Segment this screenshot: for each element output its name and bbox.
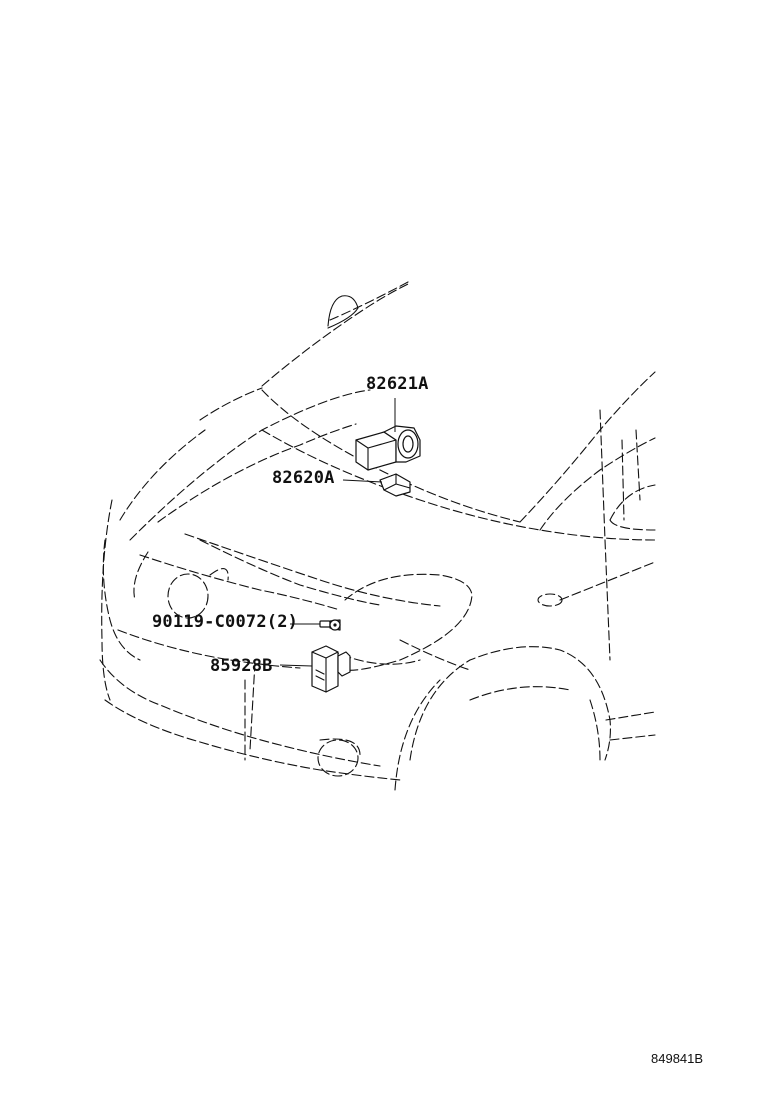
- leader-horn-bracket: [342, 479, 383, 483]
- callout-relay: 85928B: [210, 656, 273, 676]
- callout-labels: 82621A 82620A 90119-C0072(2) 85928B: [152, 374, 429, 676]
- illustration-reference-code: 849841B: [651, 1051, 703, 1066]
- leader-relay: [279, 664, 313, 667]
- callout-horn-bracket: 82620A: [272, 468, 335, 488]
- vehicle-outline: [99, 281, 656, 791]
- horn-high-part: [355, 425, 421, 471]
- bolt-part: [319, 619, 341, 631]
- callout-horn-high: 82621A: [366, 374, 429, 394]
- callout-bolt: 90119-C0072(2): [152, 612, 298, 632]
- leader-lines: [279, 398, 396, 667]
- relay-part: [311, 645, 351, 693]
- horn-bracket-part: [379, 473, 411, 497]
